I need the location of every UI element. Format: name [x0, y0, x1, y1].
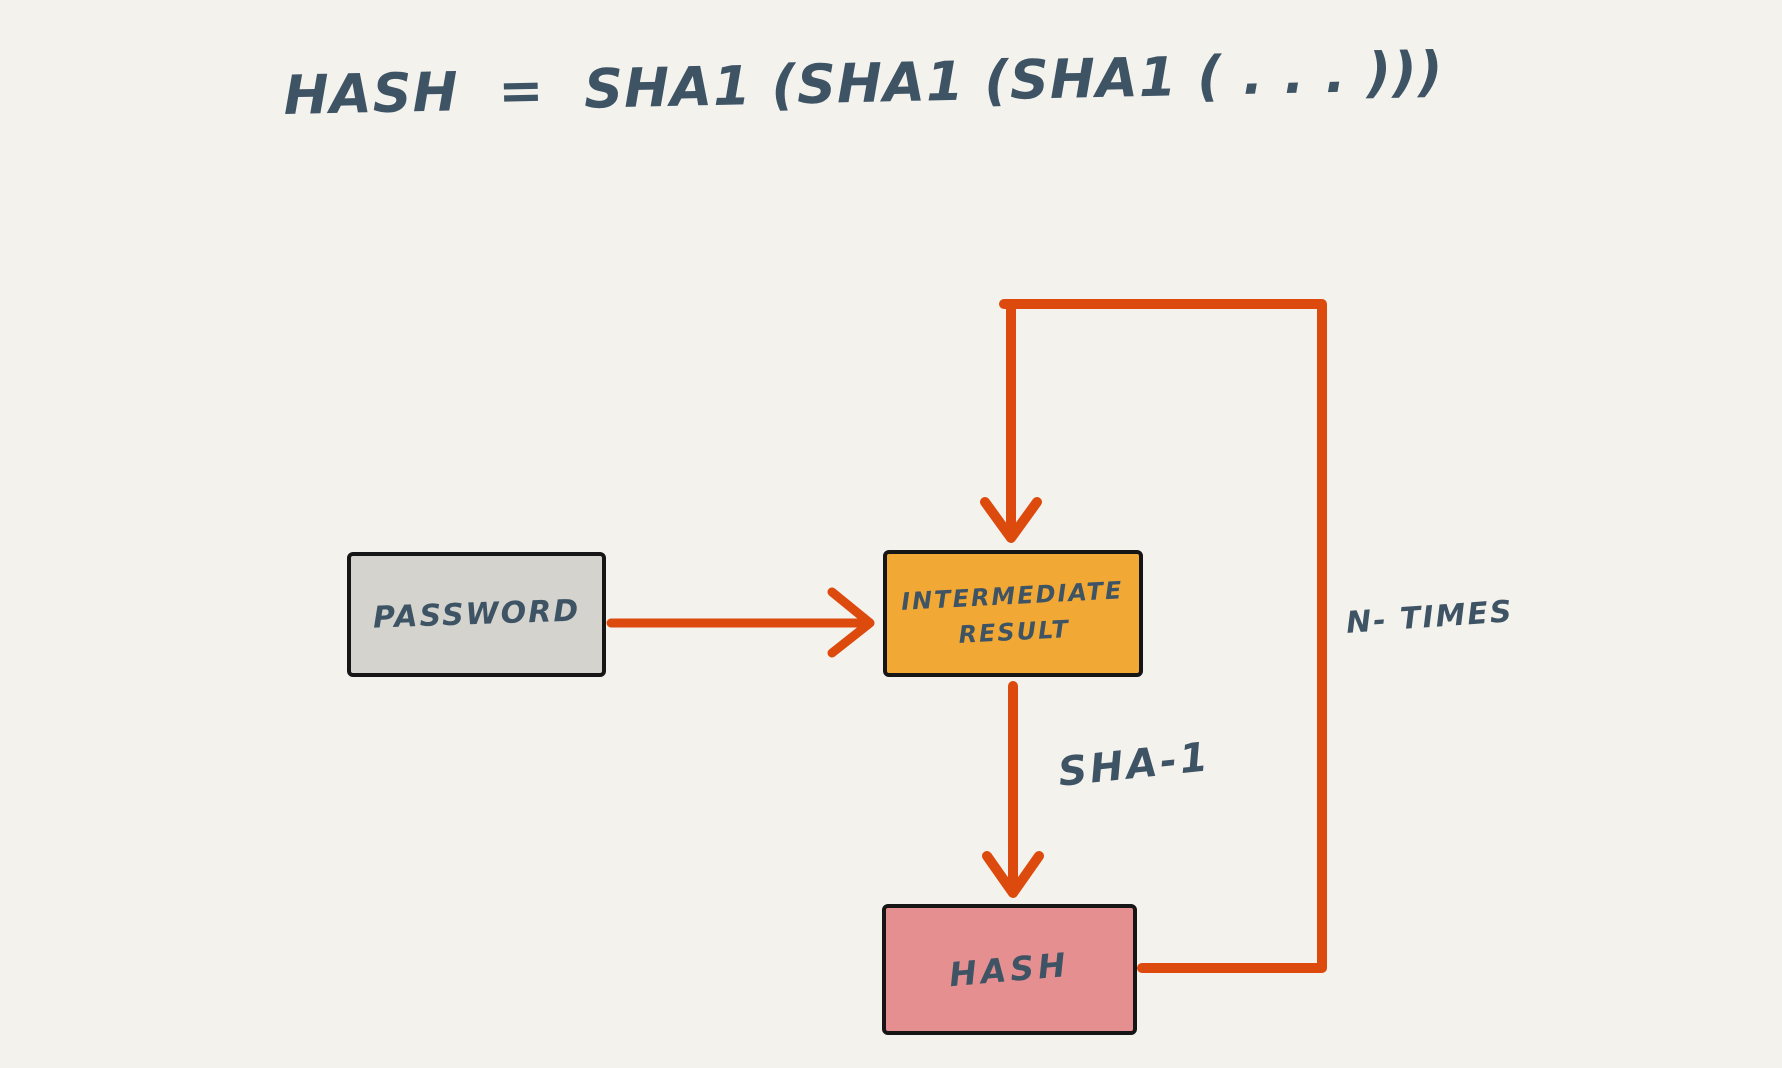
node-hash-label: HASH [947, 944, 1072, 995]
node-intermediate-result: INTERMEDIATE RESULT [883, 550, 1143, 677]
loop-arrow-n-times [980, 299, 1327, 973]
arrow-sha1-down [982, 681, 1044, 898]
node-hash: HASH [882, 904, 1137, 1035]
node-password-label: PASSWORD [372, 593, 581, 636]
node-intermediate-result-label: INTERMEDIATE RESULT [900, 575, 1124, 649]
arrow-password-to-intermediate [606, 587, 875, 658]
node-password: PASSWORD [347, 552, 606, 677]
